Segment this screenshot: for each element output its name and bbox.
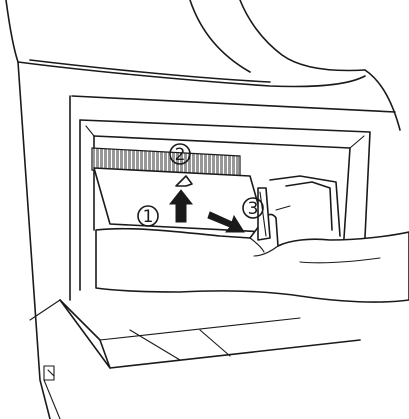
dashboard-top — [6, 0, 400, 130]
release-lever — [258, 188, 270, 240]
step-2-number: 2 — [175, 145, 186, 165]
glovebox-side-bracket — [270, 176, 340, 236]
step-1-number: 1 — [143, 207, 154, 227]
step-3-number: 3 — [248, 199, 259, 219]
glovebox-bin — [30, 300, 360, 368]
